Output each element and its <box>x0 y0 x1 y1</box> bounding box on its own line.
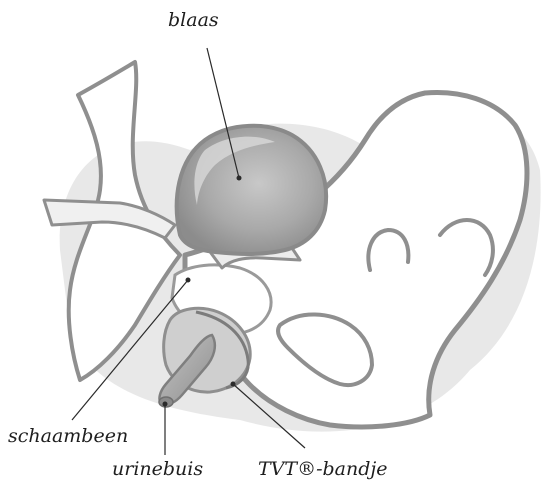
label-urethra: urinebuis <box>112 458 203 480</box>
pubic-bone-leader-dot <box>186 278 191 283</box>
urethra-leader-dot <box>163 402 168 407</box>
tvt-leader-dot <box>231 382 236 387</box>
label-pubic-bone: schaambeen <box>8 425 128 447</box>
bladder-leader-dot <box>237 176 242 181</box>
label-tvt-tape: TVT®-bandje <box>258 458 388 480</box>
label-bladder: blaas <box>168 9 219 31</box>
